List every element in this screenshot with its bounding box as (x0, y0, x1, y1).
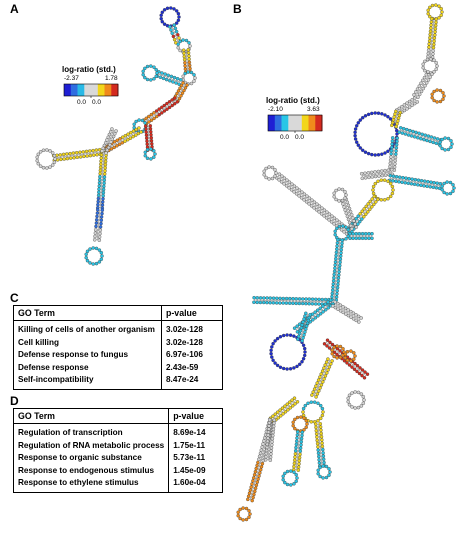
legend-b-max: 3.63 (307, 106, 320, 113)
legend-a-colorbar (63, 83, 119, 98)
pvalue-cell: 2.43e-59 (161, 361, 223, 374)
go-table-d-body: Regulation of transcription 8.69e-14 Regu… (13, 423, 223, 492)
table-row: Self-incompatibility 8.47e-24 (14, 373, 223, 389)
legend-a-zero-right: 0.0 (92, 99, 101, 106)
legend-a-title: log-ratio (std.) (62, 65, 116, 74)
go-term-cell: Defense response (18, 362, 89, 372)
go-table-c: GO Term p-value Killing of cells of anot… (13, 305, 223, 390)
pvalue-cell: 6.97e-106 (161, 348, 223, 361)
go-term-header: GO Term (13, 305, 162, 321)
go-term-cell: Defense response to fungus (18, 350, 129, 359)
table-row: Response to ethylene stimulus 1.60e-04 (14, 476, 223, 492)
legend-a-min: -2.37 (64, 75, 79, 82)
panel-d-letter: D (10, 394, 19, 408)
table-row: Response to endogenous stimulus 1.45e-09 (14, 464, 223, 477)
pvalue-header: p-value (168, 408, 223, 424)
table-row: Defense response to fungus 6.97e-106 (14, 348, 223, 361)
legend-b-title: log-ratio (std.) (266, 96, 320, 105)
panel-a-letter: A (10, 2, 19, 16)
go-term-cell: Regulation of RNA metabolic process (18, 440, 165, 450)
pvalue-cell: 8.47e-24 (161, 373, 223, 389)
go-term-cell: Killing of cells of another organism (18, 325, 155, 334)
go-table-c-body: Killing of cells of another organism 3.02… (13, 320, 223, 389)
legend-b-zero-left: 0.0 (280, 134, 289, 141)
legend-b-colorbar (267, 114, 323, 133)
panel-a-rna-structure (35, 6, 197, 266)
panel-b-legend: log-ratio (std.) -2.10 3.63 0.0 0.0 (266, 96, 323, 141)
go-term-header: GO Term (12, 408, 170, 424)
go-term-cell: Regulation of transcription (18, 428, 123, 437)
go-term-cell: Self-incompatibility (18, 375, 94, 384)
panel-b-letter: B (233, 2, 242, 16)
legend-b-min: -2.10 (268, 106, 283, 113)
table-row: Defense response 2.43e-59 (14, 361, 223, 374)
go-table-c-header: GO Term p-value (13, 305, 223, 321)
pvalue-header: p-value (161, 305, 223, 321)
go-term-cell: Response to endogenous stimulus (18, 465, 155, 475)
panel-a-legend: log-ratio (std.) -2.37 1.78 0.0 0.0 (62, 65, 119, 106)
table-row: Regulation of transcription 8.69e-14 (14, 423, 223, 439)
go-table-d: GO Term p-value Regulation of transcript… (12, 408, 223, 493)
pvalue-cell: 3.02e-128 (161, 336, 223, 349)
pvalue-cell: 1.75e-11 (168, 439, 223, 452)
legend-b-zero-right: 0.0 (295, 134, 304, 141)
pvalue-cell: 5.73e-11 (168, 451, 223, 464)
go-term-cell: Response to organic substance (18, 453, 142, 462)
pvalue-cell: 1.60e-04 (168, 476, 223, 492)
table-row: Cell killing 3.02e-128 (14, 336, 223, 349)
pvalue-cell: 1.45e-09 (168, 464, 223, 477)
table-row: Response to organic substance 5.73e-11 (14, 451, 223, 464)
go-term-cell: Cell killing (18, 337, 59, 347)
panel-b-rna-structure (236, 3, 456, 522)
legend-a-zero-left: 0.0 (77, 99, 86, 106)
go-table-d-header: GO Term p-value (12, 408, 223, 424)
pvalue-cell: 3.02e-128 (161, 320, 223, 336)
table-row: Killing of cells of another organism 3.02… (14, 320, 223, 336)
legend-a-max: 1.78 (105, 75, 118, 82)
panel-c-letter: C (10, 291, 19, 305)
pvalue-cell: 8.69e-14 (168, 423, 223, 439)
go-term-cell: Response to ethylene stimulus (18, 478, 139, 487)
